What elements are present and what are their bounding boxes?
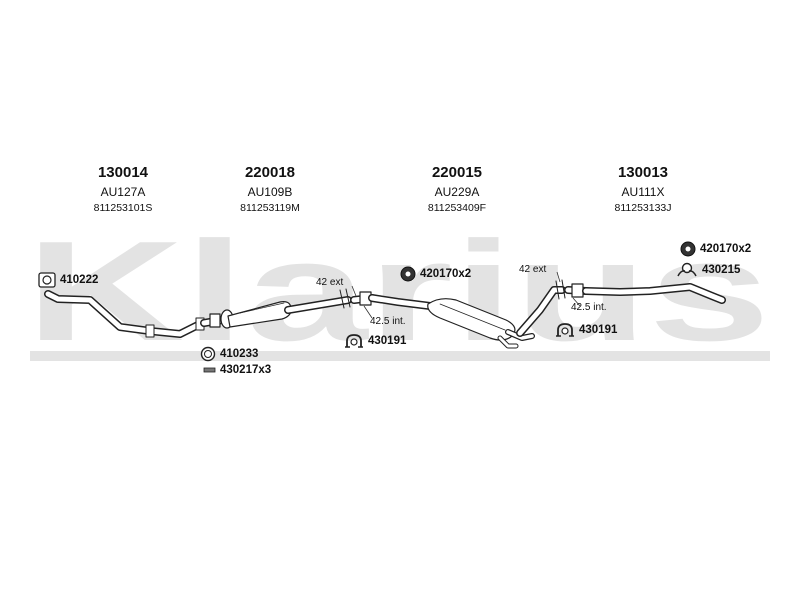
part-code: AU111X [621,185,665,199]
oem-number: 811253409F [427,202,487,214]
clamp-icon [556,323,574,337]
dimension-label: 42 ext [316,277,344,288]
fitting-420170x2: 420170x2 [680,241,751,257]
fitting-410222: 410222 [38,272,98,288]
hanger-icon [677,262,697,277]
center-silencer-220018 [200,288,352,329]
part-header-220015: 220015 AU229A 811253409F [382,164,532,215]
fitting-430191: 430191 [555,322,617,338]
dimension-label: 42.5 int. [571,302,607,313]
bolt-icon [203,367,216,373]
front-pipe-130014 [44,290,205,338]
fitting-label: 420170x2 [700,243,752,255]
part-code: AU127A [100,185,146,199]
ring-gasket-icon [200,346,216,362]
fitting-label: 430215 [702,264,741,276]
part-number: 130014 [97,164,149,181]
rubber-mount-icon [400,266,416,282]
dimension-leaders [351,271,581,319]
fitting-label: 410222 [60,274,99,286]
part-header-220018: 220018 AU109B 811253119M [195,164,345,215]
oem-number: 811253133J [614,202,672,214]
fitting-label: 420170x2 [420,268,472,280]
part-number: 220018 [244,164,296,181]
part-code: AU229A [434,185,480,199]
watermark-underline [30,351,770,361]
fitting-label: 410233 [220,348,259,360]
part-number: 130013 [617,164,669,181]
tail-pipe-130013 [564,283,726,304]
fitting-label: 430191 [368,335,407,347]
fitting-420170x2: 420170x2 [400,266,471,282]
oem-number: 811253119M [240,202,300,214]
part-header-130013: 130013 AU111X 811253133J [568,164,718,215]
part-number: 220015 [431,164,483,181]
dimension-label: 42.5 int. [370,316,406,327]
fitting-430191: 430191 [344,333,406,349]
part-header-130014: 130014 AU127A 811253101S [48,164,198,215]
dimension-label: 42 ext [519,264,547,275]
rear-muffler-220015 [350,279,566,349]
fitting-label: 430191 [579,324,618,336]
gasket-square-icon [38,272,56,288]
fitting-430215: 430215 [676,262,740,278]
oem-number: 811253101S [93,202,153,214]
fitting-430217x3: 430217x3 [203,364,271,376]
fitting-410233: 410233 [200,346,258,362]
clamp-icon [345,334,363,348]
rubber-mount-icon [680,241,696,257]
fitting-label: 430217x3 [220,364,272,376]
part-code: AU109B [247,185,293,199]
